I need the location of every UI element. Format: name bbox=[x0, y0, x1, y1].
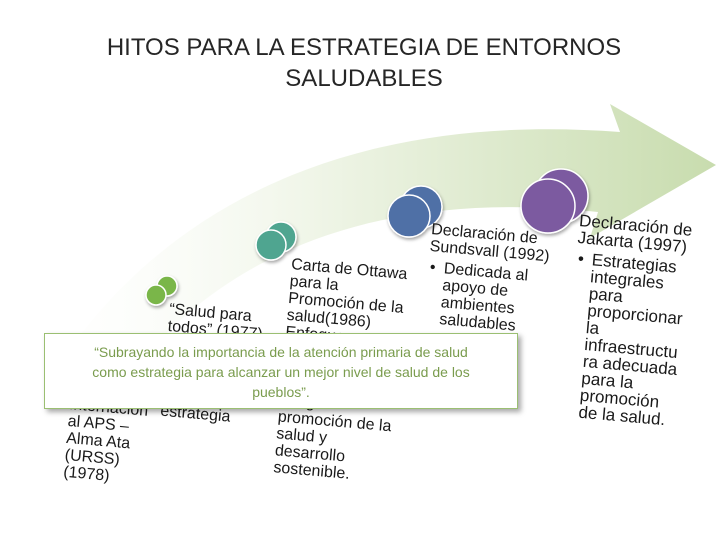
quote-line-3: pueblos”. bbox=[252, 384, 310, 400]
quote-line-1: “Subrayando la importancia de la atenció… bbox=[94, 344, 468, 360]
title-line-1: HITOS PARA LA ESTRATEGIA DE ENTORNOS bbox=[106, 34, 622, 61]
milestone-marker-3-front bbox=[387, 194, 431, 238]
milestone-5-bullet: Estrategiasintegralesparaproporcionarlai… bbox=[578, 250, 690, 429]
milestone-marker-4-front bbox=[520, 178, 576, 234]
milestone-marker-1-front bbox=[145, 284, 167, 306]
quote-box: “Subrayando la importancia de la atenció… bbox=[44, 333, 518, 409]
milestone-marker-2-front bbox=[255, 229, 287, 261]
quote-line-2: como estrategia para alcanzar un mejor n… bbox=[92, 364, 470, 380]
title-line-2: SALUDABLES bbox=[285, 65, 443, 92]
milestone-5-bullets: Estrategiasintegralesparaproporcionarlai… bbox=[562, 250, 690, 429]
slide-title: HITOS PARA LA ESTRATEGIA DE ENTORNOS SAL… bbox=[60, 32, 668, 94]
milestone-label-alma-ata: Internacional APS –Alma Ata(URSS)(1978) bbox=[63, 396, 149, 488]
